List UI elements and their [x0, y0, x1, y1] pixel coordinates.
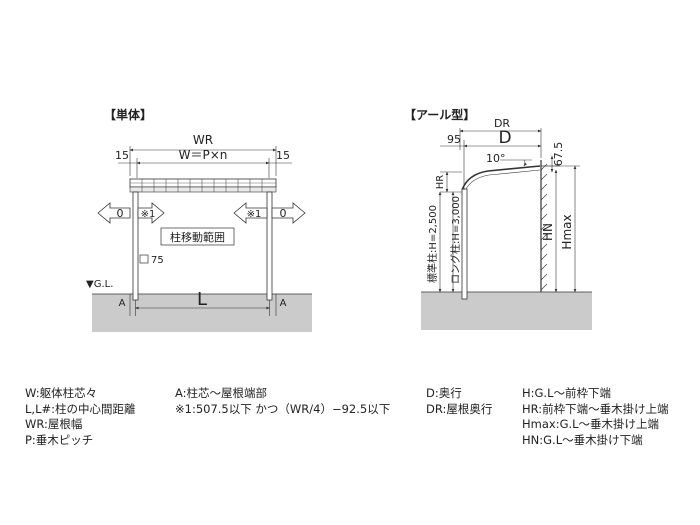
dim-hr: HR	[435, 175, 446, 190]
dim-hmax: Hmax	[560, 214, 574, 249]
curved-roof	[461, 165, 541, 191]
move-range-label: 柱移動範囲	[170, 230, 225, 244]
legend-item: D:奥行	[426, 386, 462, 400]
single-view-title: 【単体】	[104, 107, 152, 122]
dim-d: D	[498, 128, 511, 148]
legend-item: H:G.L～前枠下端	[522, 386, 611, 400]
ground-left	[92, 294, 312, 332]
legend-item: HN:G.L～垂木掛け下端	[522, 432, 643, 447]
legend-item: L,L#:柱の中心間距離	[25, 401, 136, 416]
legend-item: W:躯体柱芯々	[25, 386, 98, 400]
legend-item: DR:屋根奥行	[426, 401, 493, 416]
curved-type-view: 【アール型】 DR D 95	[404, 107, 592, 330]
legend-col-2: A:柱芯～屋根端部 ※1:507.5以下 かつ（WR/4）−92.5以下	[175, 386, 390, 417]
dim-a-left: A	[119, 298, 126, 309]
curved-view-title: 【アール型】	[404, 107, 475, 122]
post-right	[266, 191, 273, 301]
angle-label: 10°	[486, 152, 506, 165]
dim-675: 67.5	[552, 142, 565, 167]
front-post	[461, 188, 468, 300]
long-post-height: ロング柱:H=3,000	[449, 196, 462, 284]
legend-item: HR:前枠下端～垂木掛け上端	[522, 401, 669, 416]
dim-hn: HN	[541, 223, 555, 241]
arrow-right-inward	[233, 202, 268, 224]
arrow-right-outward	[271, 202, 306, 224]
roof-panel	[129, 178, 277, 193]
zero-right: 0	[280, 207, 287, 220]
note-left: ※1	[141, 209, 156, 220]
legend-item: WR:屋根幅	[25, 417, 83, 431]
legend-item: ※1:507.5以下 かつ（WR/4）−92.5以下	[175, 401, 391, 416]
zero-left: 0	[117, 207, 124, 220]
post-size-symbol	[139, 254, 149, 264]
dim-l: L	[197, 289, 207, 310]
dim-15-right: 15	[276, 149, 290, 162]
legend-item: P:垂木ピッチ	[25, 432, 94, 447]
move-range-box	[160, 227, 235, 246]
arrow-left-inward	[137, 202, 165, 224]
dim-w: W＝P×n	[179, 148, 228, 162]
legend-item: A:柱芯～屋根端部	[175, 386, 268, 400]
ground-right	[421, 292, 592, 330]
legend-item: Hmax:G.L～垂木掛け上端	[522, 417, 660, 431]
legend-col-4: H:G.L～前枠下端 HR:前枠下端～垂木掛け上端 Hmax:G.L～垂木掛け上…	[522, 386, 669, 448]
dim-95: 95	[447, 133, 461, 146]
dim-wr: WR	[193, 133, 213, 147]
arrow-left-outward	[97, 202, 131, 224]
post-size-label: 75	[151, 255, 164, 266]
dim-dr: DR	[494, 117, 510, 130]
single-unit-view: 【単体】 ▼G.L. WR W＝P×n 15 15	[86, 107, 312, 332]
note-right: ※1	[247, 209, 262, 220]
dim-15-left: 15	[115, 149, 129, 162]
std-post-height: 標準柱:H=2,500	[426, 205, 439, 283]
dim-a-right: A	[280, 298, 287, 309]
legend-col-3: D:奥行 DR:屋根奥行	[426, 386, 492, 417]
gl-label: ▼G.L.	[86, 279, 113, 290]
post-left	[132, 191, 139, 301]
legend-col-1: W:躯体柱芯々 L,L#:柱の中心間距離 WR:屋根幅 P:垂木ピッチ	[25, 386, 135, 448]
